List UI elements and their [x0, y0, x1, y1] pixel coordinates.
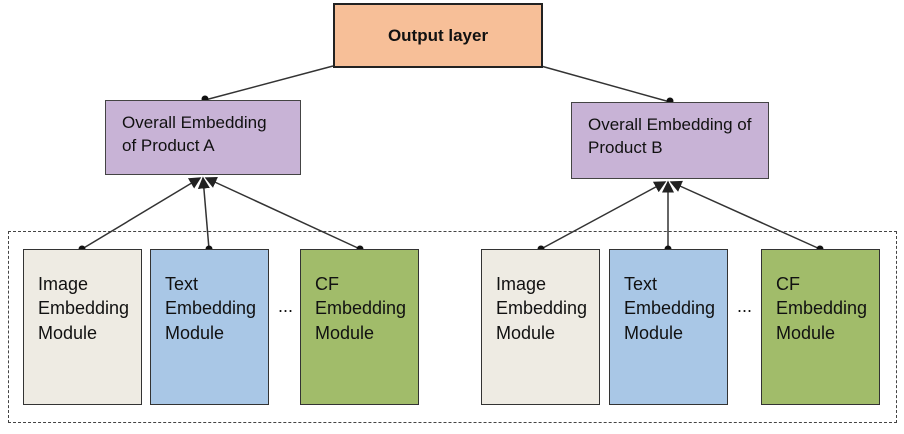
- overall-embedding-b-node: Overall Embedding of Product B: [571, 102, 769, 179]
- edge-text-to-a: [197, 176, 210, 250]
- cf-module-a-label: CF Embedding Module: [315, 274, 407, 343]
- image-module-b-label: Image Embedding Module: [496, 274, 588, 343]
- edge-output-to-b: [540, 65, 671, 103]
- embedding-modules-group: [8, 231, 897, 423]
- ellipsis-a: ...: [278, 296, 294, 316]
- image-module-a: Image Embedding Module: [23, 249, 142, 405]
- text-module-a-label: Text Embedding Module: [165, 274, 257, 343]
- overall-embedding-a-label: Overall Embedding of Product A: [122, 113, 267, 155]
- cf-module-b-label: CF Embedding Module: [776, 274, 868, 343]
- image-module-b: Image Embedding Module: [481, 249, 600, 405]
- edge-output-to-a: [204, 65, 334, 101]
- output-layer-label: Output layer: [387, 25, 489, 45]
- edge-cf-to-b: [669, 180, 821, 250]
- text-module-b-label: Text Embedding Module: [624, 274, 716, 343]
- text-module-a: Text Embedding Module: [150, 249, 269, 405]
- cf-module-b: CF Embedding Module: [761, 249, 880, 405]
- edge-image-to-b: [540, 181, 667, 250]
- text-module-b: Text Embedding Module: [609, 249, 728, 405]
- output-layer-node: Output layer: [333, 3, 543, 68]
- edge-image-to-a: [81, 177, 202, 250]
- overall-embedding-b-label: Overall Embedding of Product B: [588, 115, 752, 157]
- cf-module-a: CF Embedding Module: [300, 249, 419, 405]
- image-module-a-label: Image Embedding Module: [38, 274, 130, 343]
- ellipsis-b: ...: [737, 296, 753, 316]
- edge-cf-to-a: [204, 176, 361, 250]
- overall-embedding-a-node: Overall Embedding of Product A: [105, 100, 301, 175]
